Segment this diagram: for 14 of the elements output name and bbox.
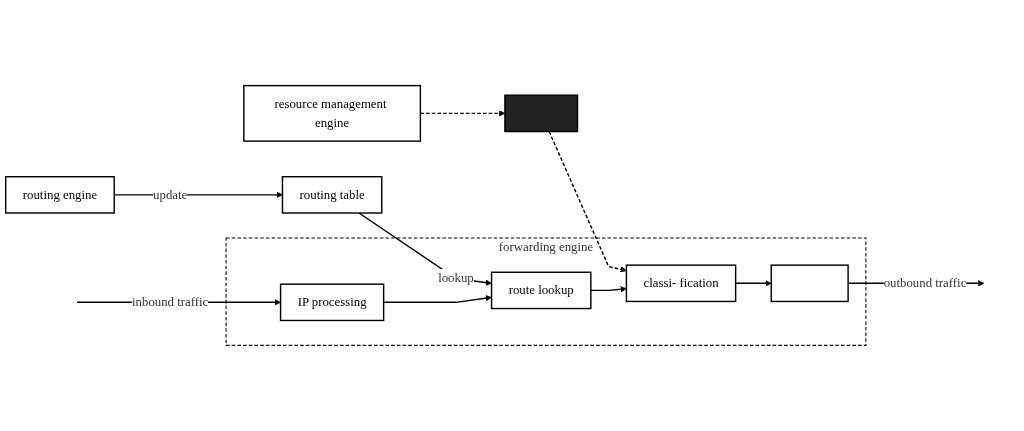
- node-box: [770, 264, 849, 303]
- edge-label: lookup: [438, 271, 474, 286]
- edge-label: outbound traffic: [883, 275, 967, 291]
- node-box: route lookup: [490, 271, 592, 310]
- node-box: routing engine: [5, 176, 115, 214]
- node-box: routing table: [281, 176, 383, 214]
- node-bar: [504, 94, 579, 133]
- edge-label: inbound traffic: [132, 294, 209, 310]
- node-box: resource management engine: [243, 84, 422, 142]
- node-box: IP processing: [279, 283, 385, 322]
- node-box: classi- fication: [625, 264, 737, 303]
- arrow: [590, 286, 627, 293]
- edge-label: update: [153, 187, 188, 202]
- arrow: [548, 130, 627, 273]
